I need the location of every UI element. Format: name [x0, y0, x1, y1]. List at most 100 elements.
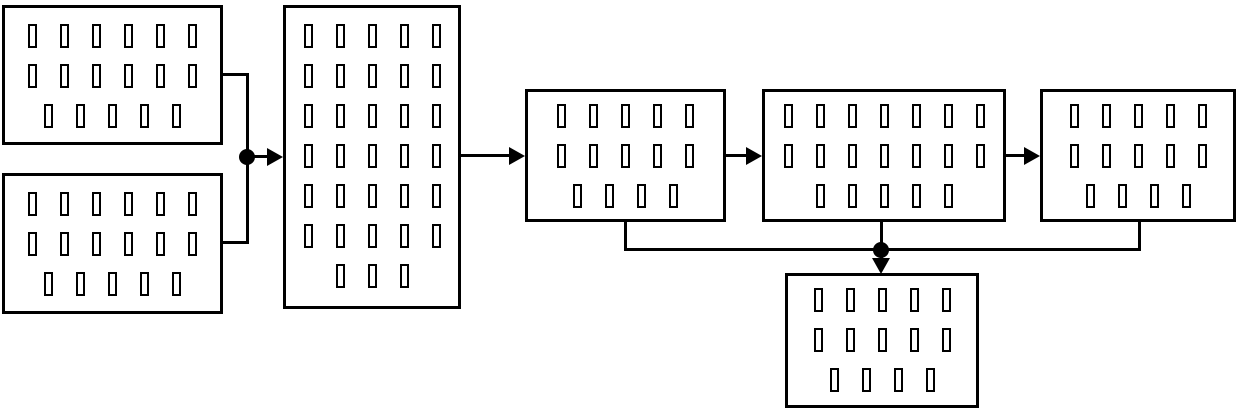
arrowhead-step2-to-step3-icon [1024, 147, 1040, 165]
missing-glyph-box [943, 184, 953, 208]
arrowhead-to-main-icon [267, 148, 283, 166]
missing-glyph-box [941, 328, 951, 352]
missing-glyph-box [108, 104, 117, 128]
missing-glyph-box [847, 184, 857, 208]
text-line [765, 96, 1003, 136]
arrow-shaft-to-main [248, 155, 269, 158]
missing-glyph-box [911, 184, 921, 208]
text-line [5, 184, 220, 224]
missing-glyph-box [335, 64, 345, 88]
missing-glyph-box [941, 288, 951, 312]
missing-glyph-box [1117, 184, 1127, 208]
missing-glyph-box [861, 368, 871, 392]
missing-glyph-box [172, 104, 181, 128]
missing-glyph-box [879, 184, 889, 208]
missing-glyph-box [44, 104, 53, 128]
missing-glyph-box [399, 64, 409, 88]
missing-glyph-box [303, 104, 313, 128]
text-line [1043, 176, 1233, 216]
missing-glyph-box [76, 104, 85, 128]
missing-glyph-box [367, 24, 377, 48]
missing-glyph-box [589, 104, 598, 128]
text-line [5, 16, 220, 56]
missing-glyph-box [60, 192, 69, 216]
node-step-2 [762, 89, 1006, 222]
missing-glyph-box [303, 24, 313, 48]
missing-glyph-box [621, 144, 630, 168]
text-line [1043, 136, 1233, 176]
missing-glyph-box [925, 368, 935, 392]
missing-glyph-box [1165, 144, 1175, 168]
missing-glyph-box [573, 184, 582, 208]
missing-glyph-box [911, 104, 921, 128]
missing-glyph-box [124, 232, 133, 256]
missing-glyph-box [367, 144, 377, 168]
text-line [5, 56, 220, 96]
missing-glyph-box [108, 272, 117, 296]
missing-glyph-box [335, 144, 345, 168]
missing-glyph-box [845, 288, 855, 312]
missing-glyph-box [653, 104, 662, 128]
missing-glyph-box [28, 192, 37, 216]
missing-glyph-box [156, 64, 165, 88]
missing-glyph-box [637, 184, 646, 208]
missing-glyph-box [909, 328, 919, 352]
missing-glyph-box [156, 192, 165, 216]
missing-glyph-box [76, 272, 85, 296]
missing-glyph-box [188, 64, 197, 88]
junction-dot-left [239, 149, 255, 165]
missing-glyph-box [431, 64, 441, 88]
missing-glyph-box [685, 144, 694, 168]
text-line [286, 56, 458, 96]
text-line [286, 96, 458, 136]
missing-glyph-box [1197, 144, 1207, 168]
missing-glyph-box [367, 224, 377, 248]
missing-glyph-box [188, 232, 197, 256]
connector-input-b-stub [222, 241, 249, 244]
missing-glyph-box [1197, 104, 1207, 128]
missing-glyph-box [28, 24, 37, 48]
missing-glyph-box [399, 24, 409, 48]
missing-glyph-box [303, 224, 313, 248]
text-line [765, 176, 1003, 216]
missing-glyph-box [124, 192, 133, 216]
text-line [528, 176, 723, 216]
missing-glyph-box [335, 104, 345, 128]
missing-glyph-box [92, 192, 101, 216]
connector-input-a-stub [222, 73, 249, 76]
missing-glyph-box [60, 64, 69, 88]
missing-glyph-box [1149, 184, 1159, 208]
missing-glyph-box [92, 24, 101, 48]
connector-step3-drop [1138, 222, 1141, 251]
missing-glyph-box [28, 232, 37, 256]
arrow-shaft-main-to-step1 [461, 154, 510, 157]
node-step-1 [525, 89, 726, 222]
missing-glyph-box [557, 104, 566, 128]
text-line [286, 216, 458, 256]
missing-glyph-box [140, 104, 149, 128]
missing-glyph-box [303, 144, 313, 168]
missing-glyph-box [44, 272, 53, 296]
connector-step1-drop [624, 222, 627, 251]
missing-glyph-box [815, 144, 825, 168]
missing-glyph-box [879, 104, 889, 128]
missing-glyph-box [431, 224, 441, 248]
missing-glyph-box [829, 368, 839, 392]
missing-glyph-box [1181, 184, 1191, 208]
missing-glyph-box [92, 232, 101, 256]
missing-glyph-box [911, 144, 921, 168]
missing-glyph-box [399, 264, 409, 288]
missing-glyph-box [188, 24, 197, 48]
node-output [785, 273, 979, 408]
missing-glyph-box [335, 184, 345, 208]
missing-glyph-box [335, 264, 345, 288]
text-line [5, 96, 220, 136]
missing-glyph-box [783, 144, 793, 168]
missing-glyph-box [813, 288, 823, 312]
missing-glyph-box [669, 184, 678, 208]
missing-glyph-box [431, 24, 441, 48]
text-line [788, 280, 976, 320]
missing-glyph-box [367, 64, 377, 88]
missing-glyph-box [589, 144, 598, 168]
